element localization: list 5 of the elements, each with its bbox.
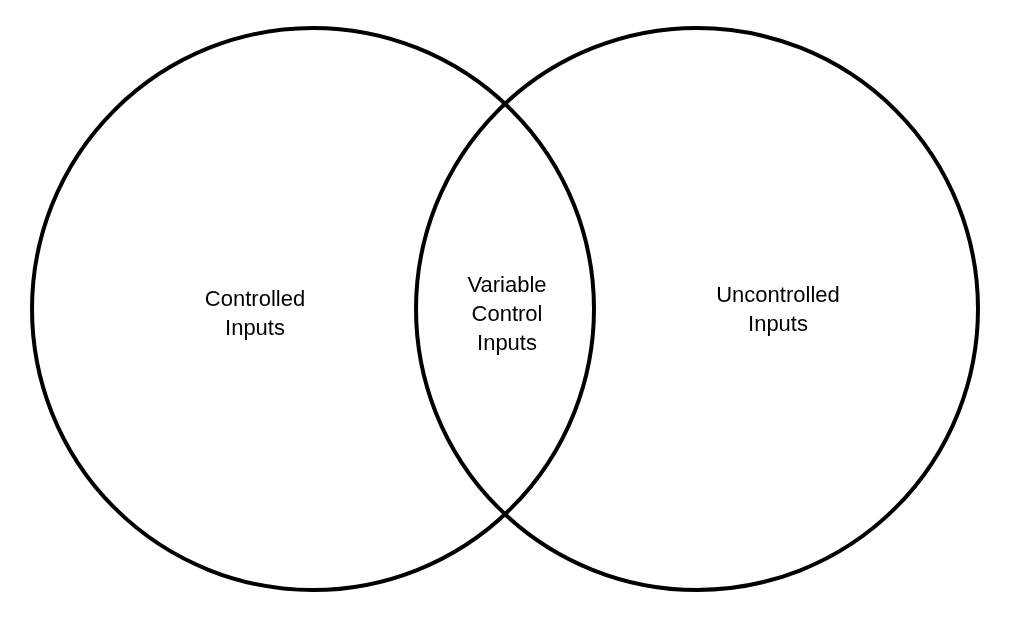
venn-circle: [414, 26, 980, 592]
set-label: Uncontrolled Inputs: [715, 281, 841, 338]
overlap-label: Variable Control Inputs: [466, 271, 548, 357]
set-label: Controlled Inputs: [203, 285, 307, 342]
venn-circle: [30, 26, 596, 592]
